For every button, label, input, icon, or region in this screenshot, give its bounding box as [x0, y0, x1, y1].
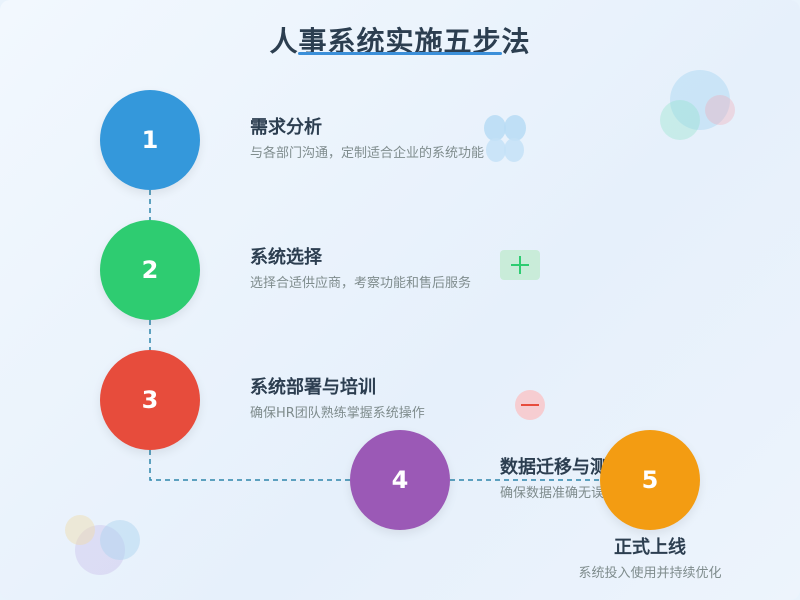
butterfly-icon	[482, 112, 528, 168]
step-2-title: 系统选择	[250, 247, 322, 268]
step-2-description: 选择合适供应商，考察功能和售后服务	[250, 276, 472, 291]
decor-circle	[660, 100, 700, 140]
step-4-circle: 4	[350, 430, 450, 530]
step-4-title: 数据迁移与测试	[500, 457, 626, 478]
decor-circle	[670, 70, 730, 130]
step-2-circle: 2	[100, 220, 200, 320]
decor-circle	[100, 520, 140, 560]
step-3-title: 系统部署与培训	[250, 377, 376, 398]
step-2-number: 2	[141, 256, 159, 284]
minus-icon	[515, 390, 545, 420]
step-1-number: 1	[141, 126, 159, 154]
step-1-circle: 1	[100, 90, 200, 190]
decor-circle	[705, 95, 735, 125]
step-3-description: 确保HR团队熟练掌握系统操作	[250, 406, 425, 421]
step-5-title: 正式上线	[614, 537, 686, 558]
step-5-description: 系统投入使用并持续优化	[578, 566, 722, 581]
title-underline	[298, 52, 502, 55]
decor-circle	[65, 515, 95, 545]
decor-circle	[75, 525, 125, 575]
step-5-circle: 5	[600, 430, 700, 530]
step-1-title: 需求分析	[250, 117, 322, 138]
step-1-description: 与各部门沟通，定制适合企业的系统功能	[250, 146, 485, 161]
step-4-number: 4	[391, 466, 409, 494]
step-3-number: 3	[141, 386, 159, 414]
step-5-number: 5	[641, 466, 659, 494]
plus-icon	[500, 250, 540, 280]
step-3-circle: 3	[100, 350, 200, 450]
